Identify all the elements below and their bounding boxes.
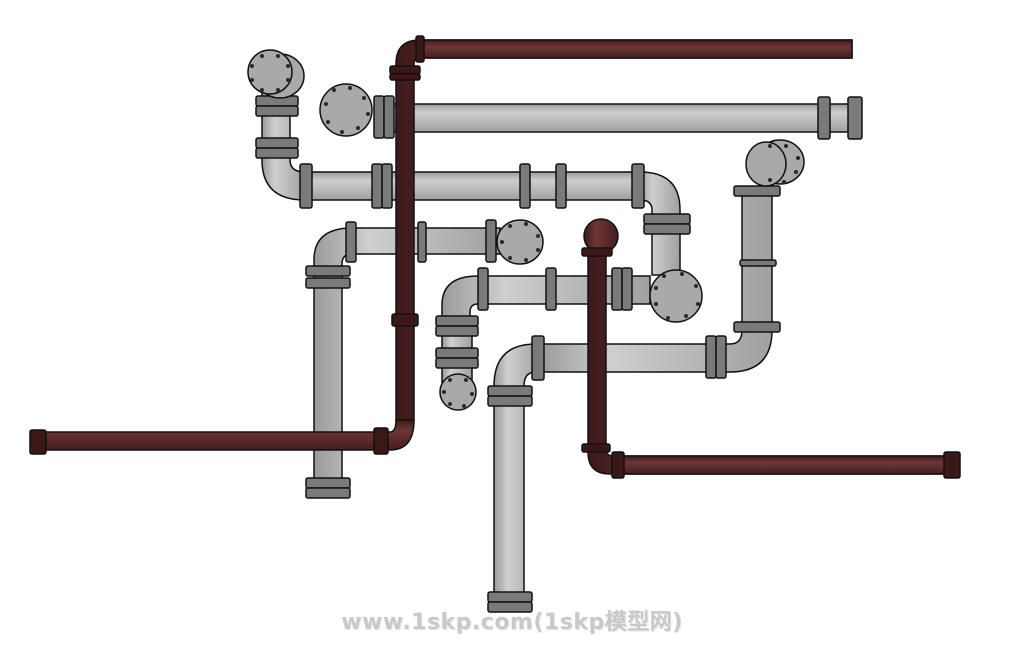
bolts [250,54,800,408]
blind-flanges [247,49,805,411]
pipe-lower-vertical [493,343,541,601]
pipe-right-vertical [539,189,773,373]
pipe-mid-horizontal [299,171,646,201]
pipe-top-right [379,103,851,133]
red-flanges [29,35,961,479]
red-pipe-left [33,419,415,451]
grey-flanges [255,95,863,613]
watermark-text: www.1skp.com(1skp模型网) [341,610,683,635]
